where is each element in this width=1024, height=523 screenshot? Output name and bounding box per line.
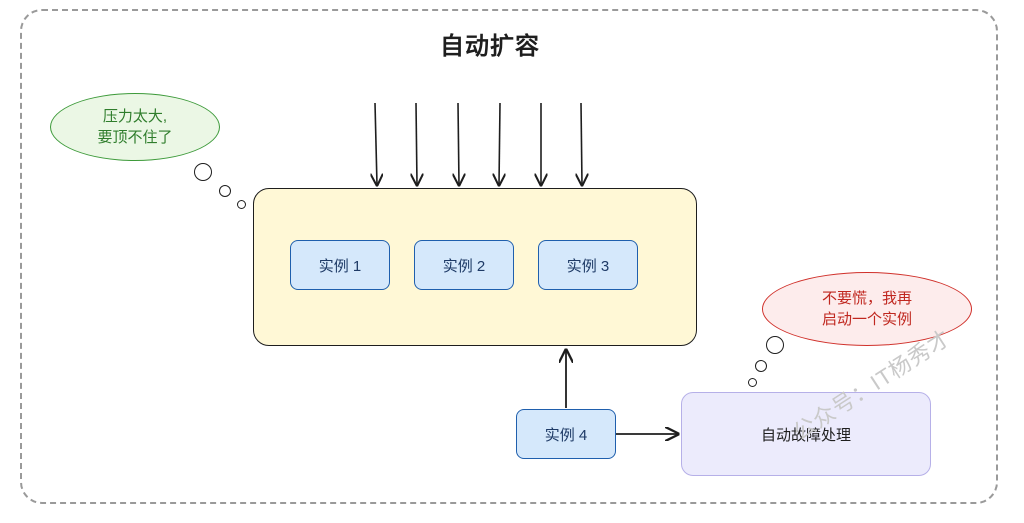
diagram-frame — [20, 9, 998, 504]
thought-dot — [755, 360, 767, 372]
thought-dot — [237, 200, 246, 209]
pressure-line-2: 要顶不住了 — [97, 129, 173, 146]
pressure-thought-bubble: 压力太大, 要顶不住了 — [50, 93, 220, 161]
instance-3: 实例 3 — [538, 240, 638, 290]
request-arrow-3 — [458, 102, 459, 185]
reassure-line-2: 启动一个实例 — [821, 311, 912, 328]
failover-handler-box: 自动故障处理 — [681, 392, 931, 476]
instance-4: 实例 4 — [516, 409, 616, 459]
thought-dot — [766, 336, 784, 354]
request-arrow-4 — [499, 102, 500, 185]
reassure-line-1: 不要慌，我再 — [821, 290, 912, 307]
pressure-line-1: 压力太大, — [102, 108, 168, 125]
incoming-request-arrows — [375, 102, 582, 185]
thought-dot — [748, 378, 757, 387]
instance-1: 实例 1 — [290, 240, 390, 290]
request-arrow-6 — [581, 102, 582, 185]
thought-dot — [194, 163, 212, 181]
request-arrow-2 — [416, 102, 417, 185]
reassure-thought-bubble: 不要慌，我再 启动一个实例 — [762, 272, 972, 346]
instance-2: 实例 2 — [414, 240, 514, 290]
request-arrow-1 — [375, 102, 377, 185]
thought-dot — [219, 185, 231, 197]
diagram-title: 自动扩容 — [440, 33, 540, 60]
